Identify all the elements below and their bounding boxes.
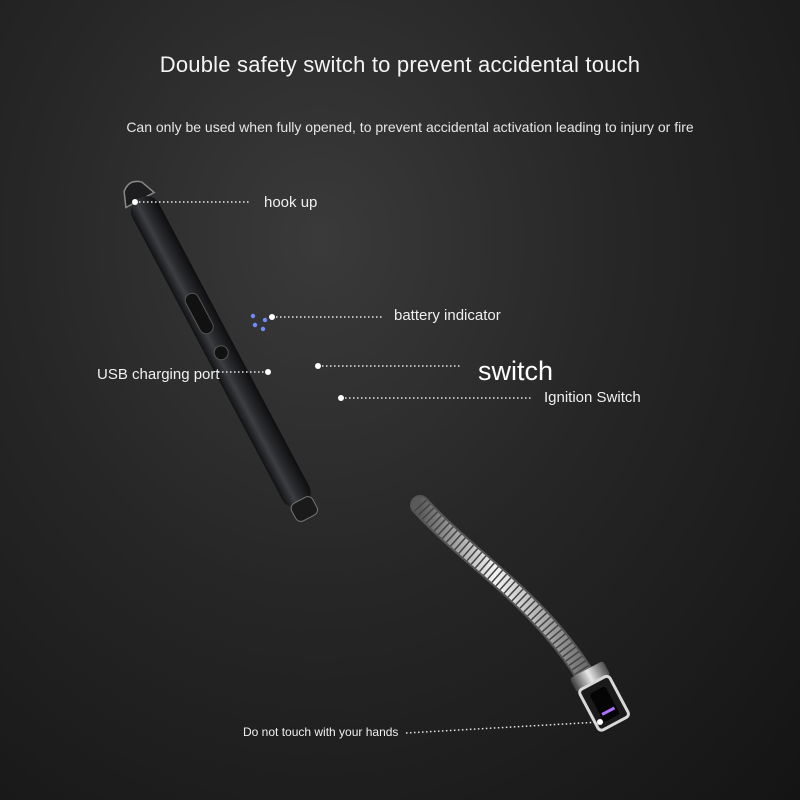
ignition-button: [213, 345, 229, 361]
hook-dot: [132, 199, 138, 205]
subheadline: Can only be used when fully opened, to p…: [126, 119, 694, 135]
battery-dot: [269, 314, 275, 320]
warning-leader: [405, 721, 601, 734]
battery-leds: [250, 313, 268, 332]
ignition-head: [570, 661, 630, 732]
ignition-dot: [338, 395, 344, 401]
arc-glow: [601, 706, 616, 716]
lighter-body: [123, 180, 318, 522]
warning-label: Do not touch with your hands: [243, 725, 399, 739]
hook-loop: [123, 180, 156, 209]
ignition-switch-label: Ignition Switch: [544, 389, 641, 406]
safety-slider: [184, 292, 214, 335]
headline: Double safety switch to prevent accident…: [159, 52, 641, 77]
flexible-neck: [410, 495, 598, 690]
battery-indicator-label: battery indicator: [394, 307, 501, 324]
warning-dot: [597, 719, 603, 725]
hook-label: hook up: [264, 194, 318, 211]
switch-dot: [315, 363, 321, 369]
usb-port-label: USB charging port: [97, 366, 220, 383]
usb-dot: [265, 369, 271, 375]
switch-label: switch: [478, 356, 554, 386]
